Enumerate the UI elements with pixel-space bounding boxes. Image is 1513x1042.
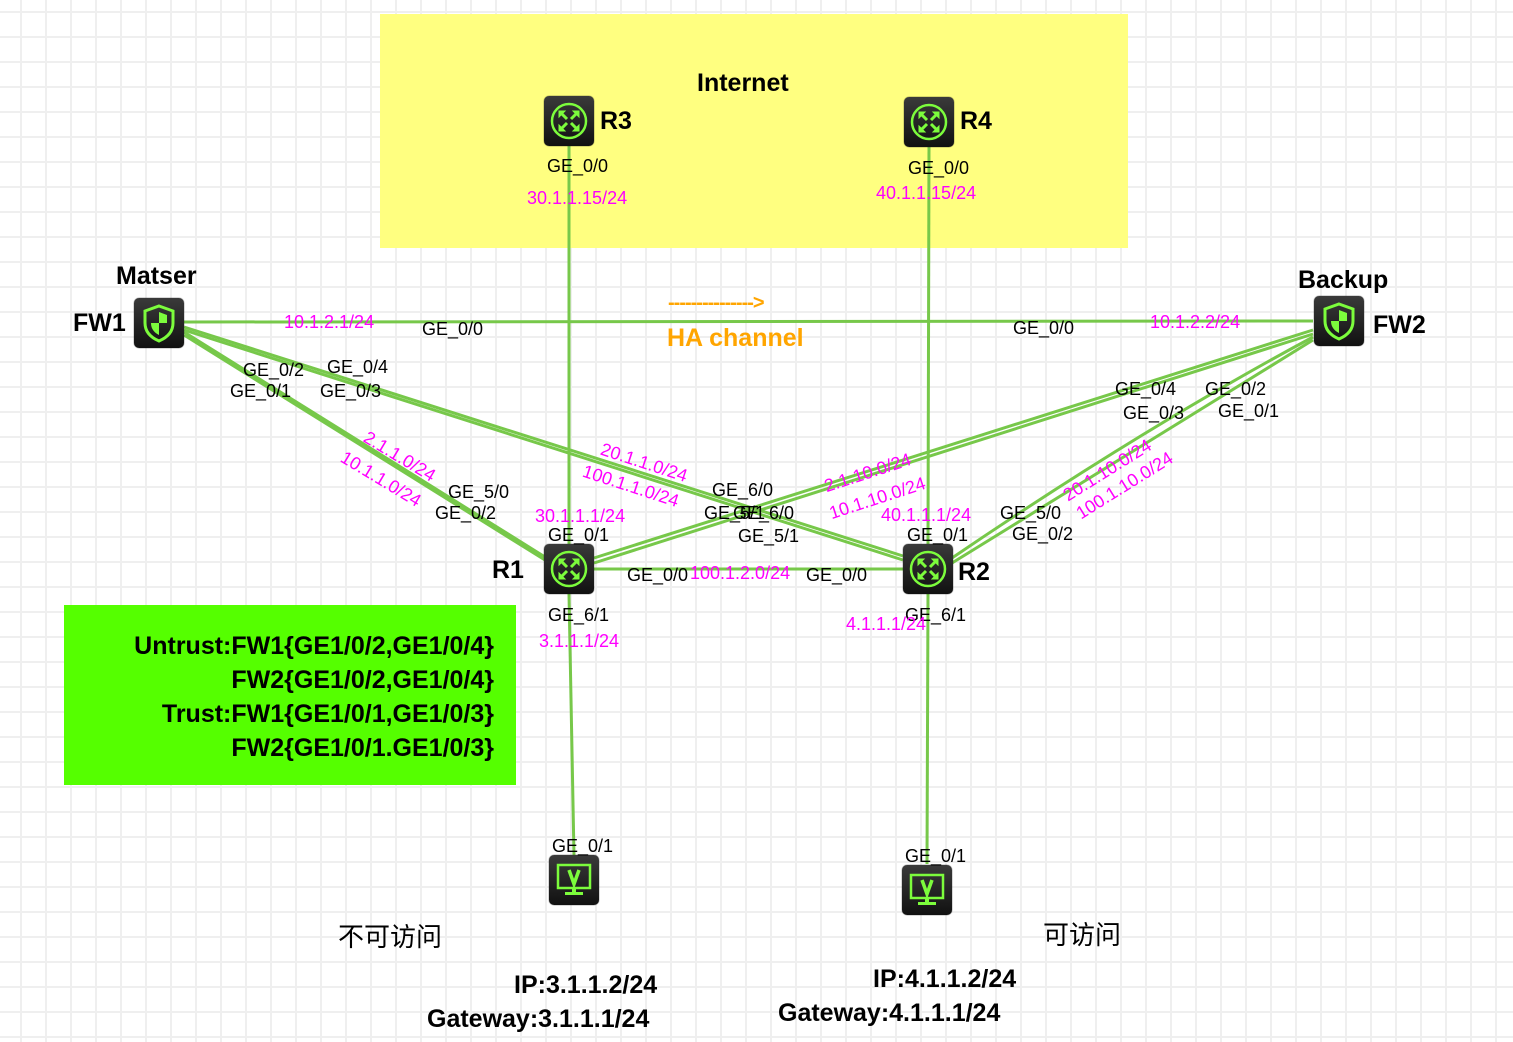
router-icon [550,550,588,588]
link-r4-r2[interactable] [926,145,931,545]
pc1-port: GE_0/1 [552,836,614,856]
router-r2[interactable] [903,544,953,594]
fw2-port-ge01: GE_0/1 [1218,401,1280,421]
r2-port-ge60: GE_6/0 [712,480,774,500]
r4-ip: 40.1.1.15/24 [876,183,977,203]
link-fw1-r1-b[interactable] [183,330,546,559]
router-r4[interactable] [904,97,954,147]
r1-lan-ip: 3.1.1.1/24 [539,631,620,651]
zone-note-line: FW2{GE1/0/2,GE1/0/4} [231,666,494,694]
r2-port-ge00: GE_0/0 [806,565,868,585]
fw1-name: FW1 [73,309,126,337]
fw1-port-ge04: GE_0/4 [327,357,389,377]
router-r1[interactable] [544,544,594,594]
internet-label: Internet [697,69,789,97]
r3-port: GE_0/0 [547,156,609,176]
r2-lan-ip: 4.1.1.1/24 [846,614,927,634]
r2-port-ge51: GE_5/1 [738,526,800,546]
r1-port-ge02: GE_0/2 [435,503,497,523]
fw2-ha-port: GE_0/0 [1013,318,1075,338]
r2-port-ge50: GE_5/0 [1000,503,1062,523]
r1-name: R1 [492,556,524,584]
r1-port-ge50: GE_5/0 [448,482,510,502]
pc1-gateway: Gateway:3.1.1.1/24 [427,1005,650,1033]
r2-uplink-ip: 40.1.1.1/24 [881,505,972,525]
firewall-shield-icon [143,304,175,343]
firewall-fw2[interactable] [1314,296,1364,346]
pc1-ip: IP:3.1.1.2/24 [514,971,658,999]
fw2-name: FW2 [1373,311,1426,339]
router-r3[interactable] [544,96,594,146]
fw1-port-ge01: GE_0/1 [230,381,292,401]
r2-port-ge02: GE_0/2 [1012,524,1074,544]
fw1-ha-ip: 10.1.2.1/24 [284,312,375,332]
pc-monitor-icon [556,863,592,895]
r1-port-ge51: GE_5/1 [704,503,766,523]
fw1-ha-port: GE_0/0 [422,319,484,339]
r4-name: R4 [960,107,992,135]
r1-uplink-ip: 30.1.1.1/24 [535,506,626,526]
r1-port-ge60: GE_6/0 [733,503,795,523]
link-fw2-r1-b[interactable] [593,328,1314,560]
r3-ip: 30.1.1.15/24 [527,188,628,208]
pc-2[interactable] [902,865,952,915]
pc-monitor-icon [909,873,945,905]
firewall-fw1[interactable] [134,298,184,348]
ha-channel-label: HA channel [667,324,804,352]
r1-port-ge01: GE_0/1 [548,525,610,545]
pc2-ip: IP:4.1.1.2/24 [873,965,1017,993]
link-fw1-r1-a[interactable] [183,333,546,562]
r1-port-ge61: GE_6/1 [548,605,610,625]
link-fw2-r2-b[interactable] [951,335,1314,560]
router-icon [910,103,948,141]
pc2-status: 可访问 [1043,921,1122,951]
net-100-1-2-0: 100.1.2.0/24 [690,563,791,583]
ha-arrow: ---------------> [668,292,765,314]
security-zone-note: Untrust:FW1{GE1/0/2,GE1/0/4} FW2{GE1/0/2… [64,605,516,785]
internet-zone [380,14,1128,248]
pc-1[interactable] [549,855,599,905]
link-fw1-r2-a[interactable] [183,328,904,562]
zone-note-line: Trust:FW1{GE1/0/1,GE1/0/3} [161,700,494,728]
r1-port-ge00: GE_0/0 [627,565,689,585]
router-icon [550,102,588,140]
router-icon [909,550,947,588]
firewall-shield-icon [1323,302,1355,341]
fw1-port-ge02: GE_0/2 [243,360,305,380]
zone-note-line: Untrust:FW1{GE1/0/2,GE1/0/4} [134,632,494,660]
link-fw2-r1-a[interactable] [593,332,1314,565]
pc2-gateway: Gateway:4.1.1.1/24 [778,999,1001,1027]
fw2-ha-ip: 10.1.2.2/24 [1150,312,1241,332]
fw2-port-ge04: GE_0/4 [1115,379,1177,399]
zone-note-line: FW2{GE1/0/1.GE1/0/3} [231,734,494,762]
link-fw2-r2-a[interactable] [951,338,1314,565]
fw2-port-ge03: GE_0/3 [1123,403,1185,423]
pc2-port: GE_0/1 [905,846,967,866]
r3-name: R3 [600,107,632,135]
fw1-port-ge03: GE_0/3 [320,381,382,401]
fw1-role: Matser [116,262,197,290]
r2-port-ge61: GE_6/1 [905,605,967,625]
link-r2-pc2[interactable] [925,593,930,865]
fw2-port-ge02: GE_0/2 [1205,379,1267,399]
link-r1-pc1[interactable] [567,593,576,857]
r2-port-ge01: GE_0/1 [907,525,969,545]
link-fw1-fw2[interactable] [183,319,1314,324]
r4-port: GE_0/0 [908,158,970,178]
link-fw1-r2-b[interactable] [183,325,904,558]
fw2-role: Backup [1298,266,1389,294]
r2-name: R2 [958,558,990,586]
pc1-status: 不可访问 [338,923,443,953]
